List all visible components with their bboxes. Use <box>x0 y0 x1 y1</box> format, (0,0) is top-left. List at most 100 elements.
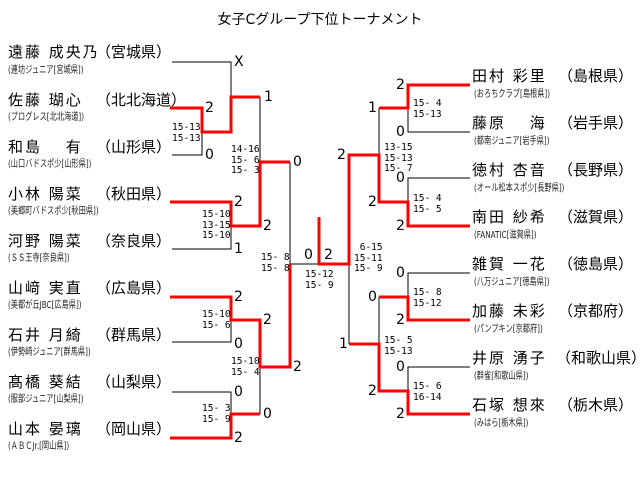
player-club: (服部ジュニア[山梨県]) <box>8 394 84 405</box>
player-name: 河野 陽菜 <box>8 232 83 250</box>
player-prefecture: （宮城県） <box>96 43 172 61</box>
player-club: (連坊ジュニア[宮城県]) <box>8 65 84 76</box>
game-score: 15-13 <box>172 132 201 144</box>
game-score: 15-12 <box>413 297 442 309</box>
player-prefecture: （奈良県） <box>96 232 172 250</box>
player-club: (みはら[栃木県]) <box>474 418 529 429</box>
game-score: 15-11 <box>354 252 383 264</box>
game-score: 15- 9 <box>202 413 231 425</box>
match-score: 2 <box>368 194 377 210</box>
player-club: (八万ジュニア[徳島県]) <box>474 277 550 288</box>
player-name: 徳村 杏音 <box>472 161 547 179</box>
match-score: 0 <box>396 359 405 375</box>
player-name: 山﨑 実直 <box>8 279 83 297</box>
match-score: 2 <box>234 430 243 446</box>
player-name: 山本 晏璃 <box>8 420 83 438</box>
match-score: 2 <box>396 312 405 328</box>
player-name: 遠藤 成央乃 <box>8 43 100 61</box>
player-prefecture: （栃木県） <box>558 396 634 414</box>
game-score: 15-13 <box>384 152 413 164</box>
game-score: 15-10 <box>202 230 231 241</box>
page-title: 女子Cグループ下位トーナメント <box>217 12 423 28</box>
game-score: 13-15 <box>384 142 413 153</box>
player-name: 和島 有 <box>8 138 83 156</box>
player-prefecture: （徳島県） <box>558 255 634 273</box>
player-club: (美郷町バドスポ少[秋田県]) <box>8 206 99 217</box>
final-score-left: 0 <box>304 247 313 263</box>
player-prefecture: （岩手県） <box>558 114 634 132</box>
match-score: 0 <box>396 265 405 281</box>
bracket-lines-winner <box>170 83 470 440</box>
game-score: 15- 8 <box>413 287 442 298</box>
game-score: 14-16 <box>231 144 260 155</box>
game-score: 15-13 <box>172 122 201 133</box>
match-score: 0 <box>293 154 302 170</box>
player-prefecture: （広島県） <box>96 279 172 297</box>
player-name: 井原 湧子 <box>472 349 547 367</box>
match-score: 1 <box>234 241 243 257</box>
match-score: 1 <box>368 100 377 116</box>
player-prefecture: （群馬県） <box>96 326 172 344</box>
player-club: (伊勢崎ジュニア[群馬県]) <box>8 347 91 358</box>
match-score: 2 <box>205 100 214 116</box>
match-score: 1 <box>264 89 273 105</box>
player-prefecture: （滋賀県） <box>558 208 634 226</box>
game-score: 15- 9 <box>305 279 334 291</box>
player-prefecture: （京都府） <box>558 302 634 320</box>
game-score: 15-13 <box>413 108 442 120</box>
game-score: 15- 6 <box>231 154 260 166</box>
match-score: 2 <box>396 406 405 422</box>
game-score: 15-10 <box>231 356 260 367</box>
player-prefecture: （秋田県） <box>96 185 172 203</box>
game-score: 15- 6 <box>202 319 231 331</box>
match-score: 2 <box>263 218 272 234</box>
game-score: 15-10 <box>202 209 231 220</box>
match-score: 0 <box>205 147 214 163</box>
match-score: 2 <box>293 359 302 375</box>
game-score: 6-15 <box>354 242 383 253</box>
player-name: 髙橋 葵結 <box>8 373 83 391</box>
game-score: 15- 4 <box>231 366 260 378</box>
player-club: (おろちクラブ[島根県]) <box>474 89 551 100</box>
game-score: 15- 5 <box>413 203 442 215</box>
game-score: 15- 7 <box>384 163 413 174</box>
player-prefecture: （島根県） <box>558 67 634 85</box>
player-prefecture: （山梨県） <box>96 373 172 391</box>
match-score: 1 <box>339 336 348 352</box>
player-prefecture: （岡山県） <box>96 420 172 438</box>
match-score: X <box>234 54 244 70</box>
match-score: 2 <box>263 312 272 328</box>
game-score: 15- 8 <box>261 252 290 263</box>
match-score: 2 <box>337 147 346 163</box>
match-score: 2 <box>396 218 405 234</box>
match-score: 2 <box>234 289 243 305</box>
game-score: 15-10 <box>202 309 231 320</box>
player-name: 石塚 想來 <box>472 396 547 414</box>
player-club: (群雀[和歌山県]) <box>474 371 529 382</box>
match-score: 2 <box>368 383 377 399</box>
game-score: 15- 8 <box>261 262 290 274</box>
player-club: (FANATIC[滋賀県]) <box>474 230 537 241</box>
match-score: 2 <box>234 194 243 210</box>
player-club: (パンプキン[京都府]) <box>474 324 543 335</box>
player-club: (美都が丘JBC[広島県]) <box>8 300 82 311</box>
match-score: 0 <box>263 406 272 422</box>
game-score: 15- 6 <box>413 381 442 392</box>
player-name: 佐藤 瑚心 <box>8 91 83 109</box>
match-score: 0 <box>368 289 377 305</box>
player-name: 藤原 海 <box>472 114 547 132</box>
match-score: 0 <box>396 124 405 140</box>
game-score: 15- 3 <box>231 165 260 176</box>
